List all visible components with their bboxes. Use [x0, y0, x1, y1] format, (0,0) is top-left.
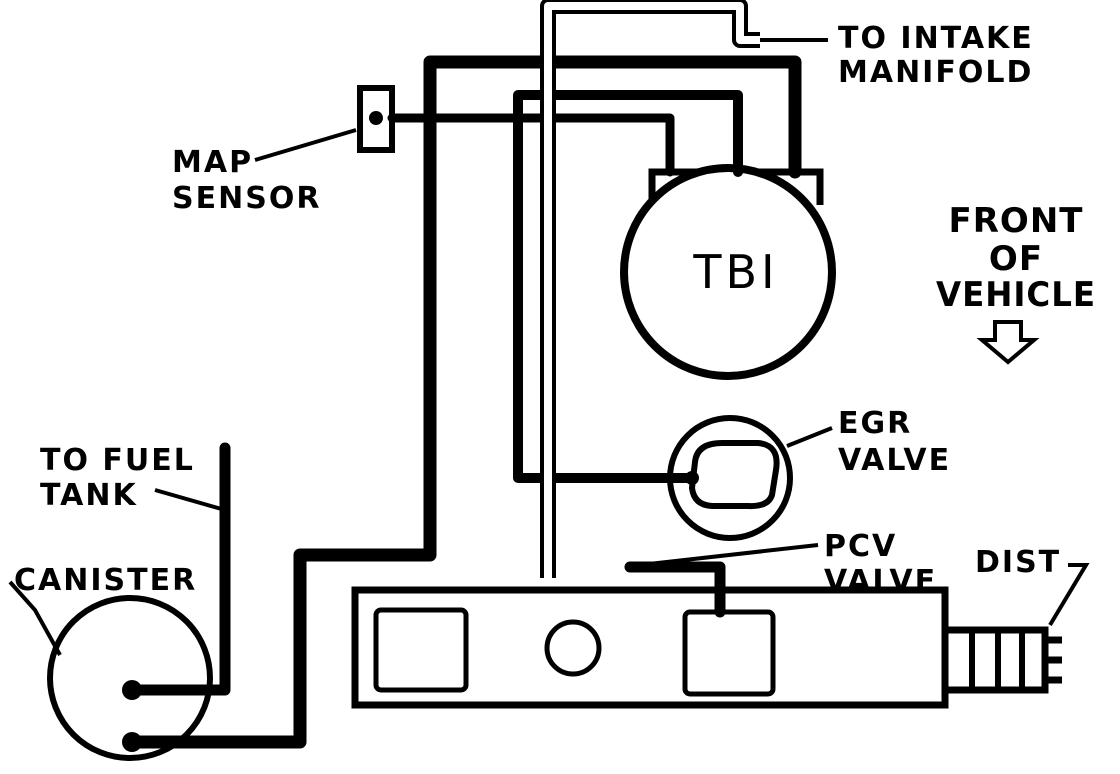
canister: [47, 595, 213, 761]
fuel-tank-label-line1: TO FUEL: [40, 443, 195, 478]
engine-manifold: [351, 586, 949, 709]
down-arrow-icon: [976, 320, 1040, 365]
fuel-tank-label-line2: TANK: [40, 478, 138, 513]
dist-label: DIST: [975, 545, 1061, 580]
leader-lines: [8, 38, 1090, 656]
thick-hoses: [125, 55, 802, 749]
egr-port: [685, 471, 699, 485]
pcv-label-line1: PCV: [824, 529, 897, 564]
front-label-line1: FRONT: [949, 201, 1084, 241]
pcv-label-line2: VALVE: [824, 564, 937, 599]
map-sensor-label-line1: MAP: [172, 145, 253, 180]
front-label-line2: OF: [989, 239, 1043, 279]
distributor: [941, 626, 1062, 694]
intake-label-line1: TO INTAKE: [838, 21, 1034, 56]
egr-label-line1: EGR: [838, 406, 912, 441]
map-sensor-label-line2: SENSOR: [172, 181, 321, 216]
tbi-unit: [620, 164, 836, 380]
tbi-label: TBI: [692, 245, 778, 299]
egr-label-line2: VALVE: [838, 443, 951, 478]
map-sensor: [357, 85, 395, 153]
canister-port-upper: [122, 680, 142, 700]
intake-label-line2: MANIFOLD: [838, 55, 1033, 90]
canister-label: CANISTER: [14, 563, 197, 598]
intake-double-hose: [540, 0, 760, 578]
front-label-line3: VEHICLE: [936, 275, 1096, 315]
canister-port-lower: [122, 732, 142, 752]
